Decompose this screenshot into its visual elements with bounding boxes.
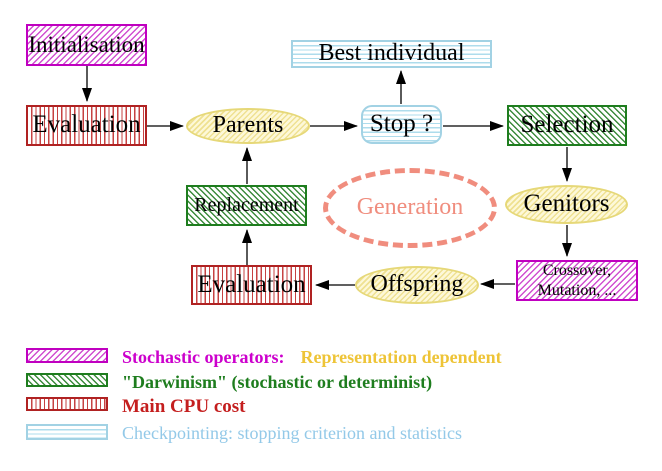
node-generation-label: Generation bbox=[356, 194, 464, 221]
node-replacement-label: Replacement bbox=[194, 194, 299, 216]
legend-swatch-cpu bbox=[26, 397, 108, 411]
node-initialisation: Initialisation bbox=[26, 24, 147, 66]
node-evaluation-top: Evaluation bbox=[26, 105, 147, 146]
node-best-individual: Best individual bbox=[291, 40, 492, 68]
legend-label-cpu: Main CPU cost bbox=[122, 396, 246, 417]
node-genitors: Genitors bbox=[505, 185, 628, 224]
node-crossover-line1: Crossover, bbox=[542, 262, 612, 280]
node-parents: Parents bbox=[186, 108, 310, 144]
node-offspring: Offspring bbox=[355, 266, 479, 304]
node-stop: Stop ? bbox=[361, 105, 442, 144]
node-best-individual-label: Best individual bbox=[318, 40, 465, 67]
legend-representation-text: Representation dependent bbox=[300, 347, 502, 367]
node-selection-label: Selection bbox=[520, 111, 614, 139]
legend-label-darwinism: "Darwinism" (stochastic or determinist) bbox=[122, 372, 433, 392]
node-generation: Generation bbox=[323, 168, 497, 248]
node-offspring-label: Offspring bbox=[370, 271, 464, 298]
legend-label-checkpointing: Checkpointing: stopping criterion and st… bbox=[122, 423, 462, 443]
node-initialisation-label: Initialisation bbox=[28, 31, 145, 57]
node-evaluation-top-label: Evaluation bbox=[32, 111, 141, 139]
node-evaluation-bottom: Evaluation bbox=[191, 265, 312, 305]
node-replacement: Replacement bbox=[186, 185, 307, 226]
legend-swatch-checkpointing bbox=[26, 424, 108, 440]
legend-label-stochastic: Stochastic operators: Representation depe… bbox=[122, 347, 502, 368]
legend-swatch-darwinism bbox=[26, 373, 108, 387]
legend-stochastic-text: Stochastic operators: bbox=[122, 347, 285, 367]
node-crossover-mutation: Crossover, Mutation, ... bbox=[516, 260, 638, 301]
node-stop-label: Stop ? bbox=[369, 110, 434, 138]
node-parents-label: Parents bbox=[212, 112, 284, 139]
node-crossover-line2: Mutation, ... bbox=[537, 281, 617, 299]
node-evaluation-bottom-label: Evaluation bbox=[197, 270, 306, 298]
node-selection: Selection bbox=[507, 105, 627, 146]
legend-swatch-stochastic bbox=[26, 348, 108, 363]
node-genitors-label: Genitors bbox=[523, 190, 610, 218]
